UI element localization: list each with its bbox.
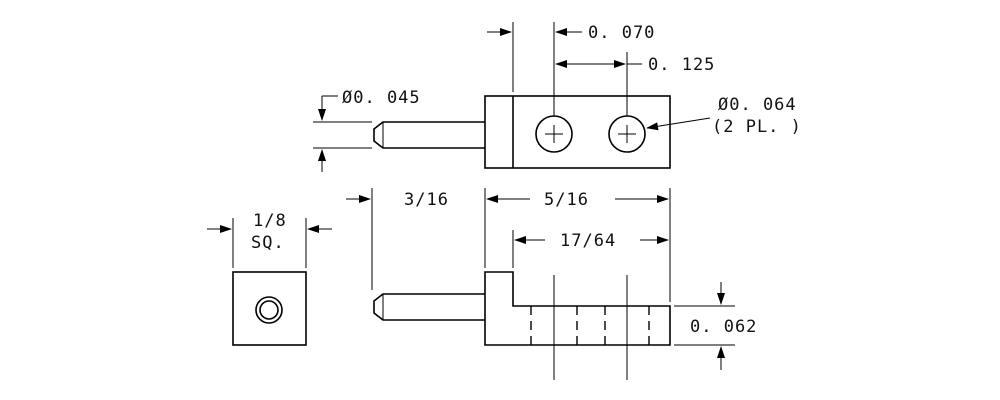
- dim-body-thickness: 0. 062: [674, 282, 757, 370]
- side-view-body: [484, 271, 671, 346]
- slot-length-label: 17/64: [560, 231, 616, 251]
- dim-hole-diameter: Ø0. 064 (2 PL. ): [646, 95, 802, 137]
- dim-pin-diameter: Ø0. 045: [313, 88, 421, 172]
- body-length-label: 5/16: [544, 190, 589, 210]
- end-view-pin-inner: [259, 300, 279, 320]
- end-view-square: [232, 271, 307, 346]
- pin-diameter-label: Ø0. 045: [342, 88, 421, 108]
- top-view-body: [484, 95, 671, 169]
- hole-diameter-label: Ø0. 064: [718, 95, 797, 115]
- dim-pin-and-body-length: 3/16 5/16: [346, 188, 671, 302]
- dim-square-size: 1/8 SQ.: [207, 211, 332, 268]
- end-view-pin-outer: [255, 296, 283, 324]
- hole-offset-label: 0. 070: [588, 23, 655, 43]
- hole-count-label: (2 PL. ): [712, 117, 802, 137]
- square-note-label: SQ.: [251, 233, 285, 253]
- top-view-pin: [373, 121, 485, 149]
- hole-pitch-label: 0. 125: [648, 55, 715, 75]
- square-size-label: 1/8: [253, 211, 287, 231]
- dim-hole-pitch: 0. 125: [555, 52, 715, 116]
- pin-length-label: 3/16: [404, 190, 449, 210]
- end-view: [232, 271, 307, 346]
- side-view: [373, 271, 671, 380]
- side-view-pin: [373, 293, 485, 321]
- dim-hole-offset: 0. 070: [487, 22, 655, 116]
- body-thickness-label: 0. 062: [690, 317, 757, 337]
- dim-slot-length: 17/64: [512, 230, 669, 268]
